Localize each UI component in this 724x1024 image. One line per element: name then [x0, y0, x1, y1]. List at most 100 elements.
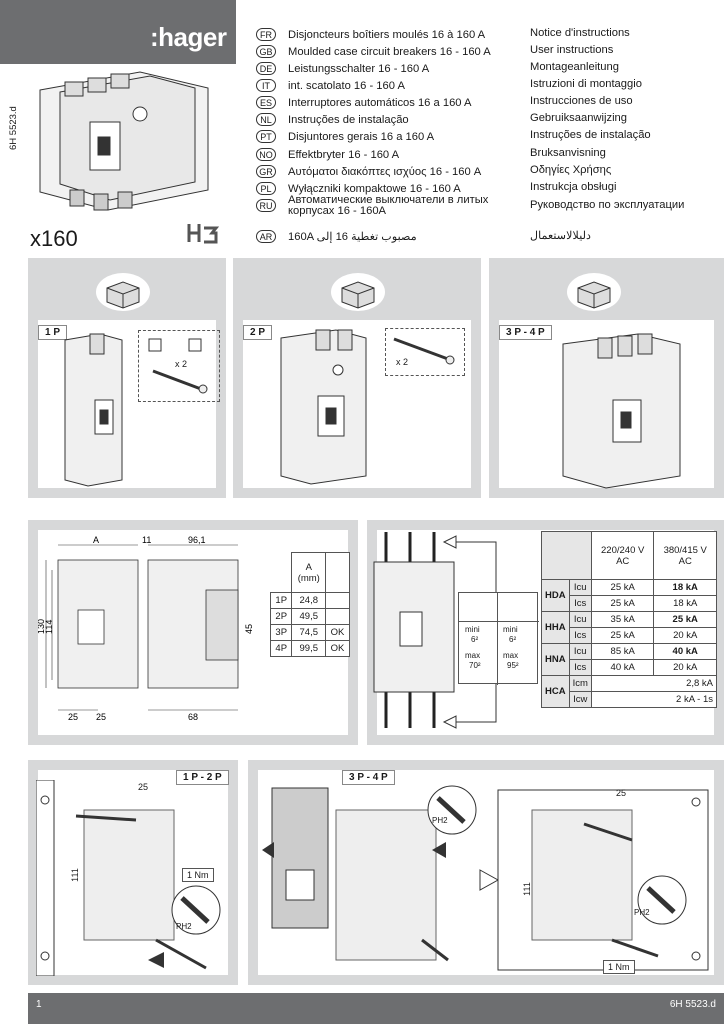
language-row: DE Leistungsschalter 16 - 160 A [256, 60, 528, 77]
language-code-badge: DE [256, 62, 276, 75]
language-subtitle: دليلالاستعمال [530, 230, 591, 242]
breaker-3p4p-drawing [562, 333, 681, 489]
language-subtitle: Istruzioni di montaggio [530, 78, 642, 90]
rating-value: 40 kA [590, 659, 655, 676]
dim-a: A [93, 535, 99, 545]
box-icon [96, 273, 150, 311]
box-icon [331, 273, 385, 311]
language-subtitle: User instructions [530, 44, 614, 56]
language-code-badge: AR [256, 230, 276, 243]
rating-key: Ics [568, 659, 592, 676]
language-code-badge: NL [256, 113, 276, 126]
breaker-range: HCA [541, 675, 570, 708]
language-row: ES Interruptores automáticos 16 a 160 A [256, 94, 528, 111]
package-label-3p4p: 3 P - 4 P [499, 325, 552, 340]
mounting-3p4p-drawing [262, 785, 709, 971]
language-subtitle: Instruções de instalação [530, 129, 651, 141]
language-code-badge: FR [256, 28, 276, 41]
language-row: GB Moulded case circuit breakers 16 - 160… [256, 43, 528, 60]
page-number: 1 [36, 999, 42, 1010]
mini-label-right: mini [503, 625, 518, 634]
mount-dim-25-right: 25 [616, 788, 627, 798]
mini-value-left: 6² [471, 635, 479, 644]
rating-key: Icw [568, 691, 592, 708]
package-label-2p: 2 P [243, 325, 273, 340]
max-label-left: max [465, 651, 481, 660]
package-label-1p: 1 P [38, 325, 68, 340]
svg-text:11: 11 [142, 535, 151, 545]
torque-label-right: 1 Nm [603, 960, 635, 974]
col-240v: 220/240 V AC [590, 531, 655, 580]
footer-bar: 1 6H 5523.d [28, 993, 724, 1024]
language-subtitle: Gebruiksaanwijzing [530, 112, 628, 124]
language-subtitle: Notice d'instructions [530, 27, 630, 39]
h3-range-icon [186, 222, 220, 244]
cable-section-box: mini 6² mini 6² max 70² max 95² [458, 592, 539, 685]
rating-value: 20 kA [653, 659, 717, 676]
language-code-badge: NO [256, 148, 276, 161]
language-title: 160A مصبوب تغطية 16 إلى [288, 231, 417, 243]
language-title: Interruptores automáticos 16 a 160 A [288, 96, 472, 109]
table-header-a: A (mm) [291, 552, 327, 593]
language-title: Moulded case circuit breakers 16 - 160 A [288, 45, 491, 58]
breaker-1p-drawing [64, 333, 123, 487]
language-title: int. scatolato 16 - 160 A [288, 79, 405, 92]
rating-value: 18 kA [653, 595, 717, 612]
language-row: AR 160A مصبوب تغطية 16 إلى [256, 228, 528, 245]
language-title: Effektbryter 16 - 160 A [288, 148, 400, 161]
max-label-right: max [503, 651, 519, 660]
language-subtitle: Instrucciones de uso [530, 95, 633, 107]
svg-text:114: 114 [44, 620, 54, 634]
language-title: Instruções de instalação [288, 113, 409, 126]
language-code-badge: ES [256, 96, 276, 109]
mounting-label-3p4p: 3 P - 4 P [342, 770, 395, 785]
svg-text:96,1: 96,1 [188, 535, 206, 545]
svg-text:68: 68 [188, 712, 198, 722]
svg-text:45: 45 [244, 624, 254, 634]
rating-value: 25 kA [590, 579, 655, 596]
rating-value: 35 kA [590, 611, 655, 628]
language-title: Автоматические выключатели в литых корпу… [288, 193, 489, 217]
language-row: NL Instruções de instalação [256, 111, 528, 128]
rating-value: 25 kA [590, 595, 655, 612]
language-title: Αυτόματοι διακόπτες ισχύος 16 - 160 A [288, 165, 482, 178]
doc-reference-vertical: 6H 5523.d [8, 106, 19, 150]
rating-key: Icm [568, 675, 592, 692]
language-code-badge: GB [256, 45, 276, 58]
mini-value-right: 6² [509, 635, 517, 644]
breaker-illustration [39, 71, 209, 211]
rating-key: Icu [568, 611, 592, 628]
language-row: NO Effektbryter 16 - 160 A [256, 146, 528, 163]
rating-value: 18 kA [653, 579, 717, 596]
mounting-1p2p-drawing [36, 780, 221, 976]
svg-text:130: 130 [38, 619, 46, 634]
language-subtitle: Montageanleitung [530, 61, 619, 73]
language-title: Leistungsschalter 16 - 160 A [288, 62, 430, 75]
hager-logo: :hager [150, 22, 227, 52]
accessory-box-2p: x 2 [385, 328, 465, 376]
mount-dim-111-left: 111 [69, 868, 80, 882]
language-title: Wyłączniki kompaktowe 16 - 160 A [288, 182, 461, 195]
max-value-left: 70² [469, 661, 481, 670]
rating-value: 2,8 kA [590, 675, 718, 692]
box-icon [567, 273, 621, 311]
language-subtitle: Bruksanvisning [530, 147, 606, 159]
package-quantity: x160 [30, 226, 78, 251]
language-subtitle: Instrukcja obsługi [530, 181, 617, 193]
mount-dim-111-right: 111 [521, 882, 532, 896]
breaker-range: HHA [541, 611, 570, 644]
rating-value: 20 kA [653, 627, 717, 644]
